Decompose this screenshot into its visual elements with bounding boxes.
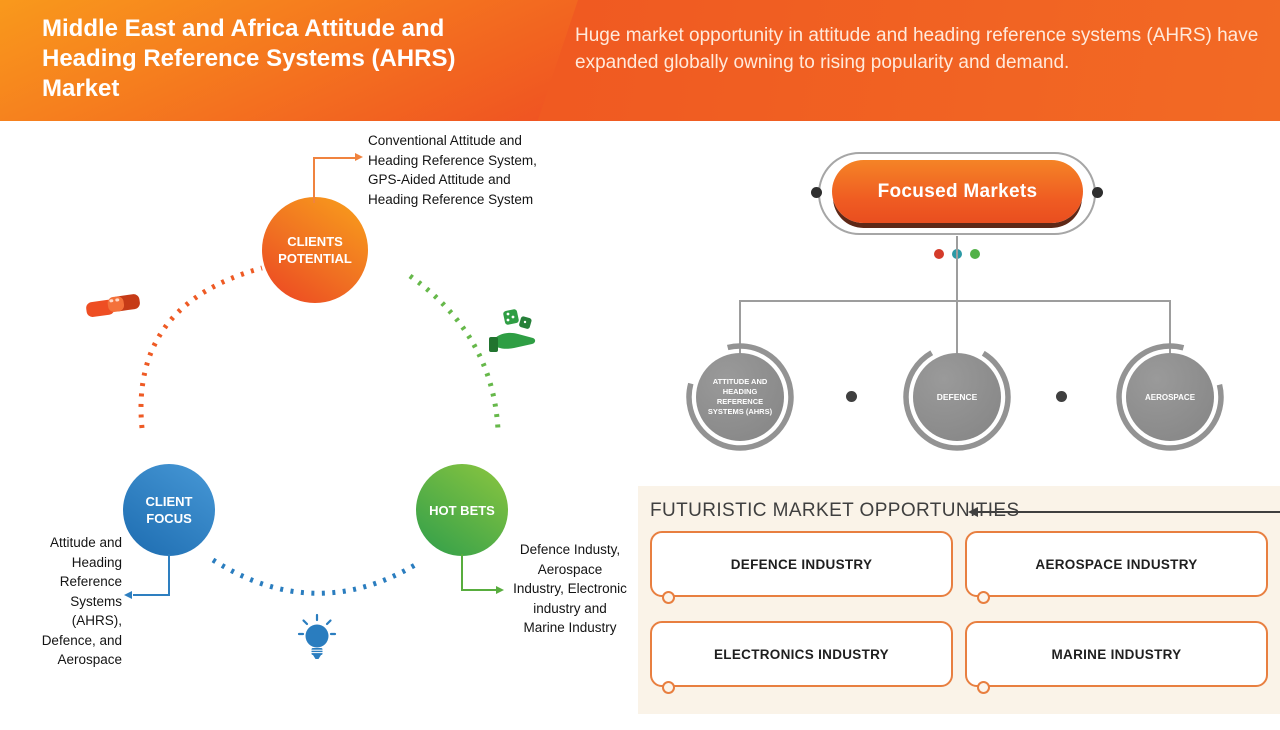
blue-dotted-arc (211, 557, 417, 596)
hot-bets-note: Defence Industy, Aerospace Industry, Ele… (513, 542, 627, 635)
lightbulb-icon (297, 613, 337, 659)
focused-markets-label: Focused Markets (877, 180, 1038, 202)
market-ring (903, 343, 1011, 451)
corner-circle-icon (662, 591, 675, 604)
green-dot (970, 249, 980, 259)
red-dot (934, 249, 944, 259)
arrow-left-icon (124, 591, 132, 599)
client-focus-connector (133, 554, 170, 596)
opportunity-label: AEROSPACE INDUSTRY (1035, 556, 1198, 572)
hot-bets-connector (461, 554, 498, 591)
corner-circle-icon (662, 681, 675, 694)
client-focus-note: Attitude and Heading Reference Systems (… (41, 535, 122, 667)
connector-line (956, 300, 958, 354)
opportunities-heading: FUTURISTIC MARKET OPPORTUNITIES (650, 500, 1020, 521)
header-subtitle: Huge market opportunity in attitude and … (575, 25, 1259, 73)
arrow-left-icon (968, 507, 978, 517)
heading-arrow-line (978, 511, 1280, 513)
orange-dotted-arc (138, 265, 263, 429)
client-focus-circle: CLIENT FOCUS (123, 464, 215, 556)
corner-circle-icon (977, 681, 990, 694)
header-left-panel (0, 0, 578, 121)
clients-potential-note: Conventional Attitude and Heading Refere… (368, 133, 537, 207)
market-node-label: AEROSPACE (1144, 392, 1196, 402)
connector-line (739, 300, 1171, 302)
header-banner: Middle East and Africa Attitude and Head… (0, 0, 1280, 121)
connector-line (739, 300, 741, 354)
clients-potential-label: CLIENTS POTENTIAL (278, 234, 352, 266)
green-dotted-arc (408, 273, 501, 431)
page-title: Middle East and Africa Attitude and Head… (42, 15, 456, 102)
arrow-right-icon (355, 153, 363, 161)
market-ring (1116, 343, 1224, 451)
clients-potential-circle: CLIENTS POTENTIAL (262, 197, 368, 303)
corner-circle-icon (977, 591, 990, 604)
client-focus-label: CLIENT FOCUS (145, 494, 193, 526)
market-node-aerospace: AEROSPACE (1126, 353, 1214, 441)
connector-line (1169, 300, 1171, 355)
market-ring (686, 343, 794, 451)
focused-markets-capsule: Focused Markets (832, 160, 1083, 223)
outline-left-dot (811, 187, 822, 198)
hot-bets-label: HOT BETS (429, 502, 495, 518)
outline-right-dot (1092, 187, 1103, 198)
separator-dot (1056, 391, 1067, 402)
opportunity-label: DEFENCE INDUSTRY (730, 556, 873, 572)
market-node-ahrs: ATTITUDE AND HEADING REFERENCE SYSTEMS (… (696, 353, 784, 441)
separator-dot (846, 391, 857, 402)
hand-dice-icon (489, 309, 536, 352)
connector-line (956, 236, 958, 302)
market-node-defence: DEFENCE (913, 353, 1001, 441)
handshake-icon (86, 294, 140, 317)
arrow-right-icon (496, 586, 504, 594)
opportunity-box-marine: MARINE INDUSTRY (965, 621, 1268, 694)
opportunity-box-defence: DEFENCE INDUSTRY (650, 531, 953, 604)
market-node-label: ATTITUDE AND HEADING REFERENCE SYSTEMS (… (707, 377, 773, 416)
opportunity-box-electronics: ELECTRONICS INDUSTRY (650, 621, 953, 694)
opportunity-box-aerospace: AEROSPACE INDUSTRY (965, 531, 1268, 604)
opportunity-label: ELECTRONICS INDUSTRY (713, 646, 889, 662)
clients-potential-connector (313, 157, 357, 203)
market-node-label: DEFENCE (936, 392, 978, 402)
opportunity-label: MARINE INDUSTRY (1051, 646, 1182, 662)
hot-bets-circle: HOT BETS (416, 464, 508, 556)
